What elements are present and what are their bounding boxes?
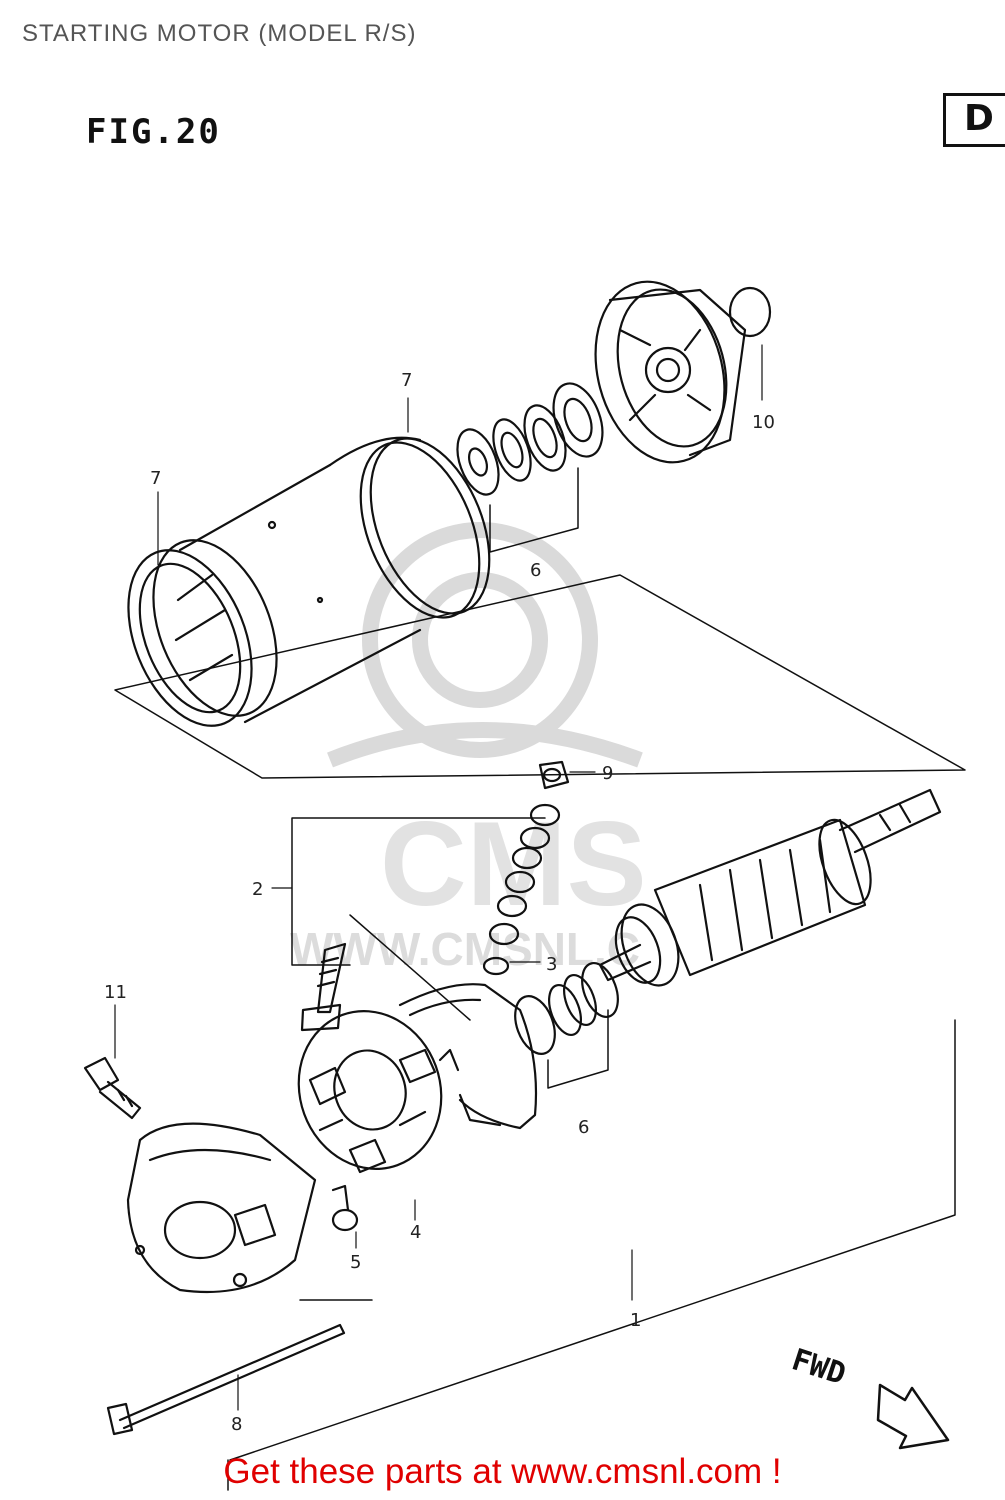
callout-6-upper: 6 [530, 560, 541, 581]
callout-7-upper: 7 [401, 370, 412, 391]
assembly-outline-left [227, 1299, 373, 1491]
nut-part [331, 1184, 359, 1232]
footer-promo-link[interactable]: Get these parts at www.cmsnl.com ! [223, 1452, 782, 1491]
callout-8: 8 [231, 1414, 242, 1435]
front-housing-part [126, 1122, 317, 1294]
page-title: STARTING MOTOR (MODEL R/S) [22, 20, 417, 47]
callout-1: 1 [630, 1310, 641, 1331]
lower-washer-stack-part [514, 962, 619, 1055]
housing-group-outline [114, 574, 966, 779]
watermark-url-text: WWW.CMSNL.C [290, 923, 640, 975]
callout-4: 4 [410, 1222, 421, 1243]
yoke-housing-part [127, 436, 491, 727]
end-cover-part [594, 280, 772, 464]
forward-direction-label: FWD [788, 1342, 850, 1392]
bolt-11-part [83, 1056, 142, 1120]
insulator-washer-column [482, 760, 570, 976]
callout-10: 10 [752, 412, 775, 433]
terminal-bolt-part [300, 942, 347, 1032]
armature-part [598, 788, 942, 987]
cms-watermark-logo [327, 522, 643, 768]
callout-9: 9 [602, 763, 613, 784]
section-tab-letter: D [964, 98, 994, 139]
watermark-logo-text: CMS [380, 797, 647, 931]
callout-6-lower: 6 [578, 1117, 589, 1138]
brush-holder-arc-part [398, 983, 538, 1130]
lower-washer-bracket [547, 1009, 609, 1089]
through-bolt-part [106, 1323, 346, 1436]
figure-label: FIG.20 [86, 112, 221, 152]
callout-3: 3 [546, 954, 557, 975]
forward-arrow-icon [876, 1383, 950, 1450]
assembly-outline [229, 1019, 956, 1461]
upper-washer-bracket [489, 467, 579, 553]
callout-2: 2 [252, 879, 263, 900]
terminal-group-bracket [291, 817, 546, 966]
callout-11: 11 [104, 982, 127, 1003]
brush-plate-part [297, 1010, 443, 1174]
section-tab: D [943, 93, 1005, 147]
upper-washer-stack-part [456, 382, 604, 496]
callout-7-left: 7 [150, 468, 161, 489]
callout-5: 5 [350, 1252, 361, 1273]
